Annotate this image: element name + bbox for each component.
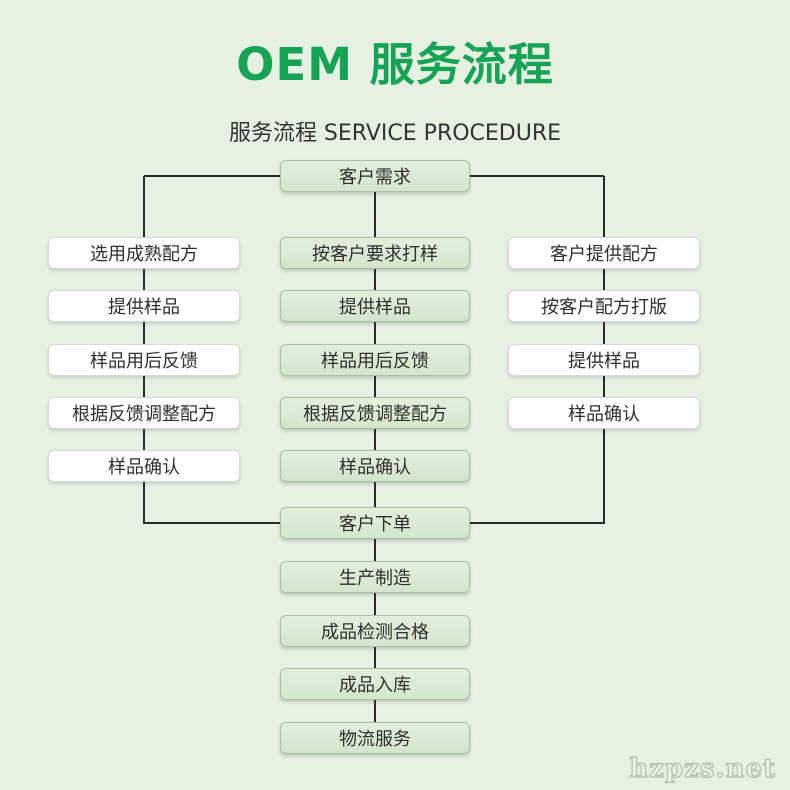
box-right-make-per-formula: 按客户配方打版	[508, 290, 700, 322]
box-right-customer-formula: 客户提供配方	[508, 237, 700, 269]
page-title: OEM 服务流程	[236, 38, 554, 91]
box-production: 生产制造	[280, 561, 470, 593]
box-left-sample-feedback: 样品用后反馈	[48, 344, 240, 376]
box-mid-sample-confirm: 样品确认	[280, 450, 470, 482]
box-mid-sample-feedback: 样品用后反馈	[280, 344, 470, 376]
box-quality-inspection: 成品检测合格	[280, 615, 470, 647]
box-left-provide-sample: 提供样品	[48, 290, 240, 322]
watermark: hzpzs.net	[629, 753, 776, 784]
box-left-sample-confirm: 样品确认	[48, 450, 240, 482]
box-right-provide-sample: 提供样品	[508, 344, 700, 376]
box-mid-adjust-formula: 根据反馈调整配方	[280, 397, 470, 429]
box-logistics: 物流服务	[280, 722, 470, 754]
page-subtitle: 服务流程 SERVICE PROCEDURE	[228, 121, 562, 146]
box-warehouse: 成品入库	[280, 668, 470, 700]
box-customer-order: 客户下单	[280, 507, 470, 539]
box-left-use-mature-formula: 选用成熟配方	[48, 237, 240, 269]
box-mid-sample-per-request: 按客户要求打样	[280, 237, 470, 269]
box-customer-demand: 客户需求	[280, 160, 470, 192]
box-left-adjust-formula: 根据反馈调整配方	[48, 397, 240, 429]
box-right-sample-confirm: 样品确认	[508, 397, 700, 429]
box-mid-provide-sample: 提供样品	[280, 290, 470, 322]
